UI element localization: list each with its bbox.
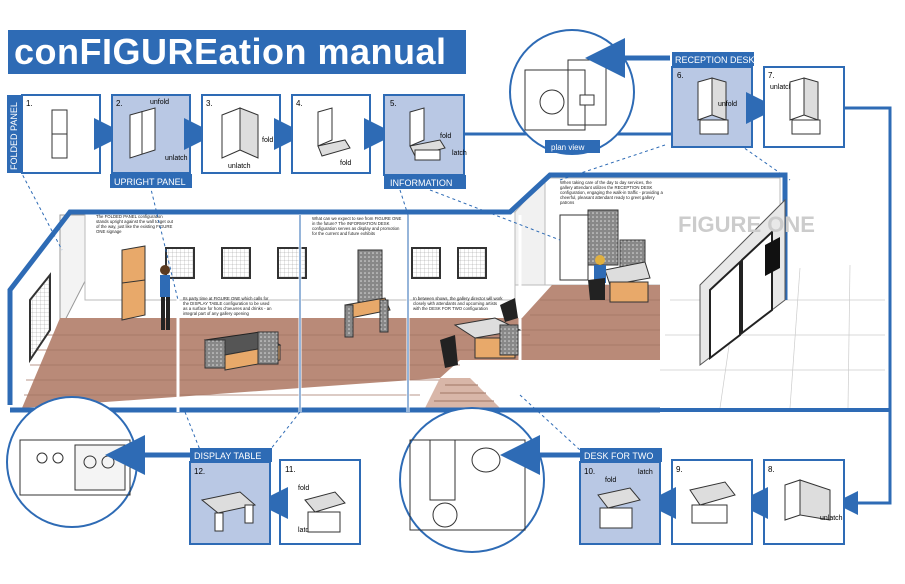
unlatch-label: unlatch [165,155,188,162]
fold-label: fold [340,160,351,167]
fold-label: fold [298,485,309,492]
folded-panel-in-room [121,245,146,321]
desk-for-two-in-room [440,298,522,368]
step-number: 7. [768,71,775,80]
figure-one-wall-sign: FIGURE ONE [678,212,815,237]
stairs [425,378,500,408]
desk-for-two-label: DESK FOR TWO [584,451,653,461]
step-number: 9. [676,465,683,474]
step-number: 6. [677,71,684,80]
fold-label: fold [605,477,616,484]
unlatch-label: unlatch [770,84,793,91]
reception-desk-description: When taking care of the day to day servi… [560,180,663,205]
unlatch-label: unlatch [820,515,843,522]
plan-view-label: plan view [551,143,585,152]
step-number: 8. [768,465,775,474]
step-number: 11. [285,465,296,474]
bottom-steps: 8. unlatch 9. DESK FOR TWO 10. fold latc… [6,396,845,553]
upright-panel-label: UPRIGHT PANEL [114,177,186,187]
page-title: conFIGUREation manual [8,30,466,74]
step-number: 2. [116,99,123,108]
top-steps: FOLDED PANEL 1. 2. unfold unlatch UPRIGH… [7,29,892,515]
gallery-floor [22,285,660,408]
reception-desk-label: RECEPTION DESK [675,55,755,65]
latch-label: latch [638,469,653,476]
fold-label: fold [262,137,273,144]
fold-label: fold [440,133,451,140]
unfold-label: unfold [718,101,737,108]
step-number: 12. [194,467,205,476]
desk-for-two-description: In between shows, the gallery director w… [413,296,503,311]
folded-panel-label: FOLDED PANEL [9,102,19,170]
information-desk-in-room [344,249,391,338]
step-number: 4. [296,99,303,108]
gallery-room: FIGURE ONE [7,172,890,413]
step-number: 1. [26,99,33,108]
step-number: 3. [206,99,213,108]
person-standing [160,265,170,330]
unlatch-label: unlatch [228,163,251,170]
office-door [559,214,589,281]
wall-logo [765,237,780,276]
display-table-label: DISPLAY TABLE [194,451,261,461]
folded-panel-description: The FOLDED PANEL configuration stands up… [96,214,173,234]
step-number: 10. [584,467,595,476]
step-number: 5. [390,99,397,108]
latch-label: latch [298,527,313,534]
latch-label: latch [452,150,467,157]
information-label: INFORMATION [390,178,452,188]
windows [29,247,487,364]
unfold-label: unfold [150,99,169,106]
entrance-doors [709,229,773,361]
information-desk-description: What can we expect to see from FIGURE ON… [312,216,402,236]
reception-desk-in-room [587,209,651,303]
display-table-description: Its party time at FIGURE ONE which calls… [183,296,272,316]
display-table-in-room [203,331,282,371]
